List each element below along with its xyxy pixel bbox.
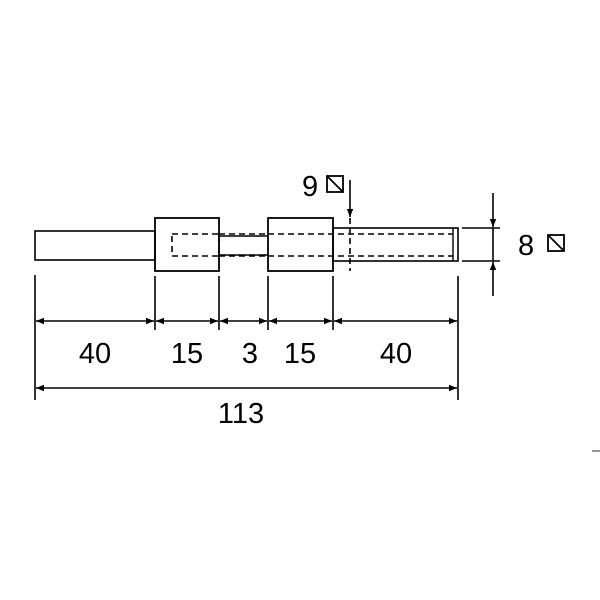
width-marker: 9 bbox=[302, 171, 354, 217]
segment-label-4: 15 bbox=[284, 338, 316, 370]
segment-label-3: 3 bbox=[242, 338, 258, 370]
height-marker-value: 8 bbox=[518, 230, 534, 262]
segment-label-2: 15 bbox=[171, 338, 203, 370]
hidden-bore-left bbox=[171, 233, 220, 257]
height-marker: 8 bbox=[489, 193, 565, 296]
width-marker-value: 9 bbox=[302, 171, 318, 203]
square-symbol-icon bbox=[326, 175, 344, 193]
segment-dimension-labels: 40 15 3 15 40 bbox=[79, 338, 412, 370]
hidden-lines bbox=[171, 218, 453, 271]
right-sleeve bbox=[267, 217, 334, 272]
right-rod bbox=[332, 227, 459, 262]
left-sleeve bbox=[154, 217, 220, 272]
total-length-label: 113 bbox=[218, 398, 264, 430]
part-outline bbox=[34, 217, 459, 272]
square-symbol-icon bbox=[547, 234, 565, 252]
segment-label-5: 40 bbox=[380, 338, 412, 370]
left-shaft bbox=[34, 230, 156, 261]
extension-lines bbox=[34, 227, 500, 400]
segment-label-1: 40 bbox=[79, 338, 111, 370]
